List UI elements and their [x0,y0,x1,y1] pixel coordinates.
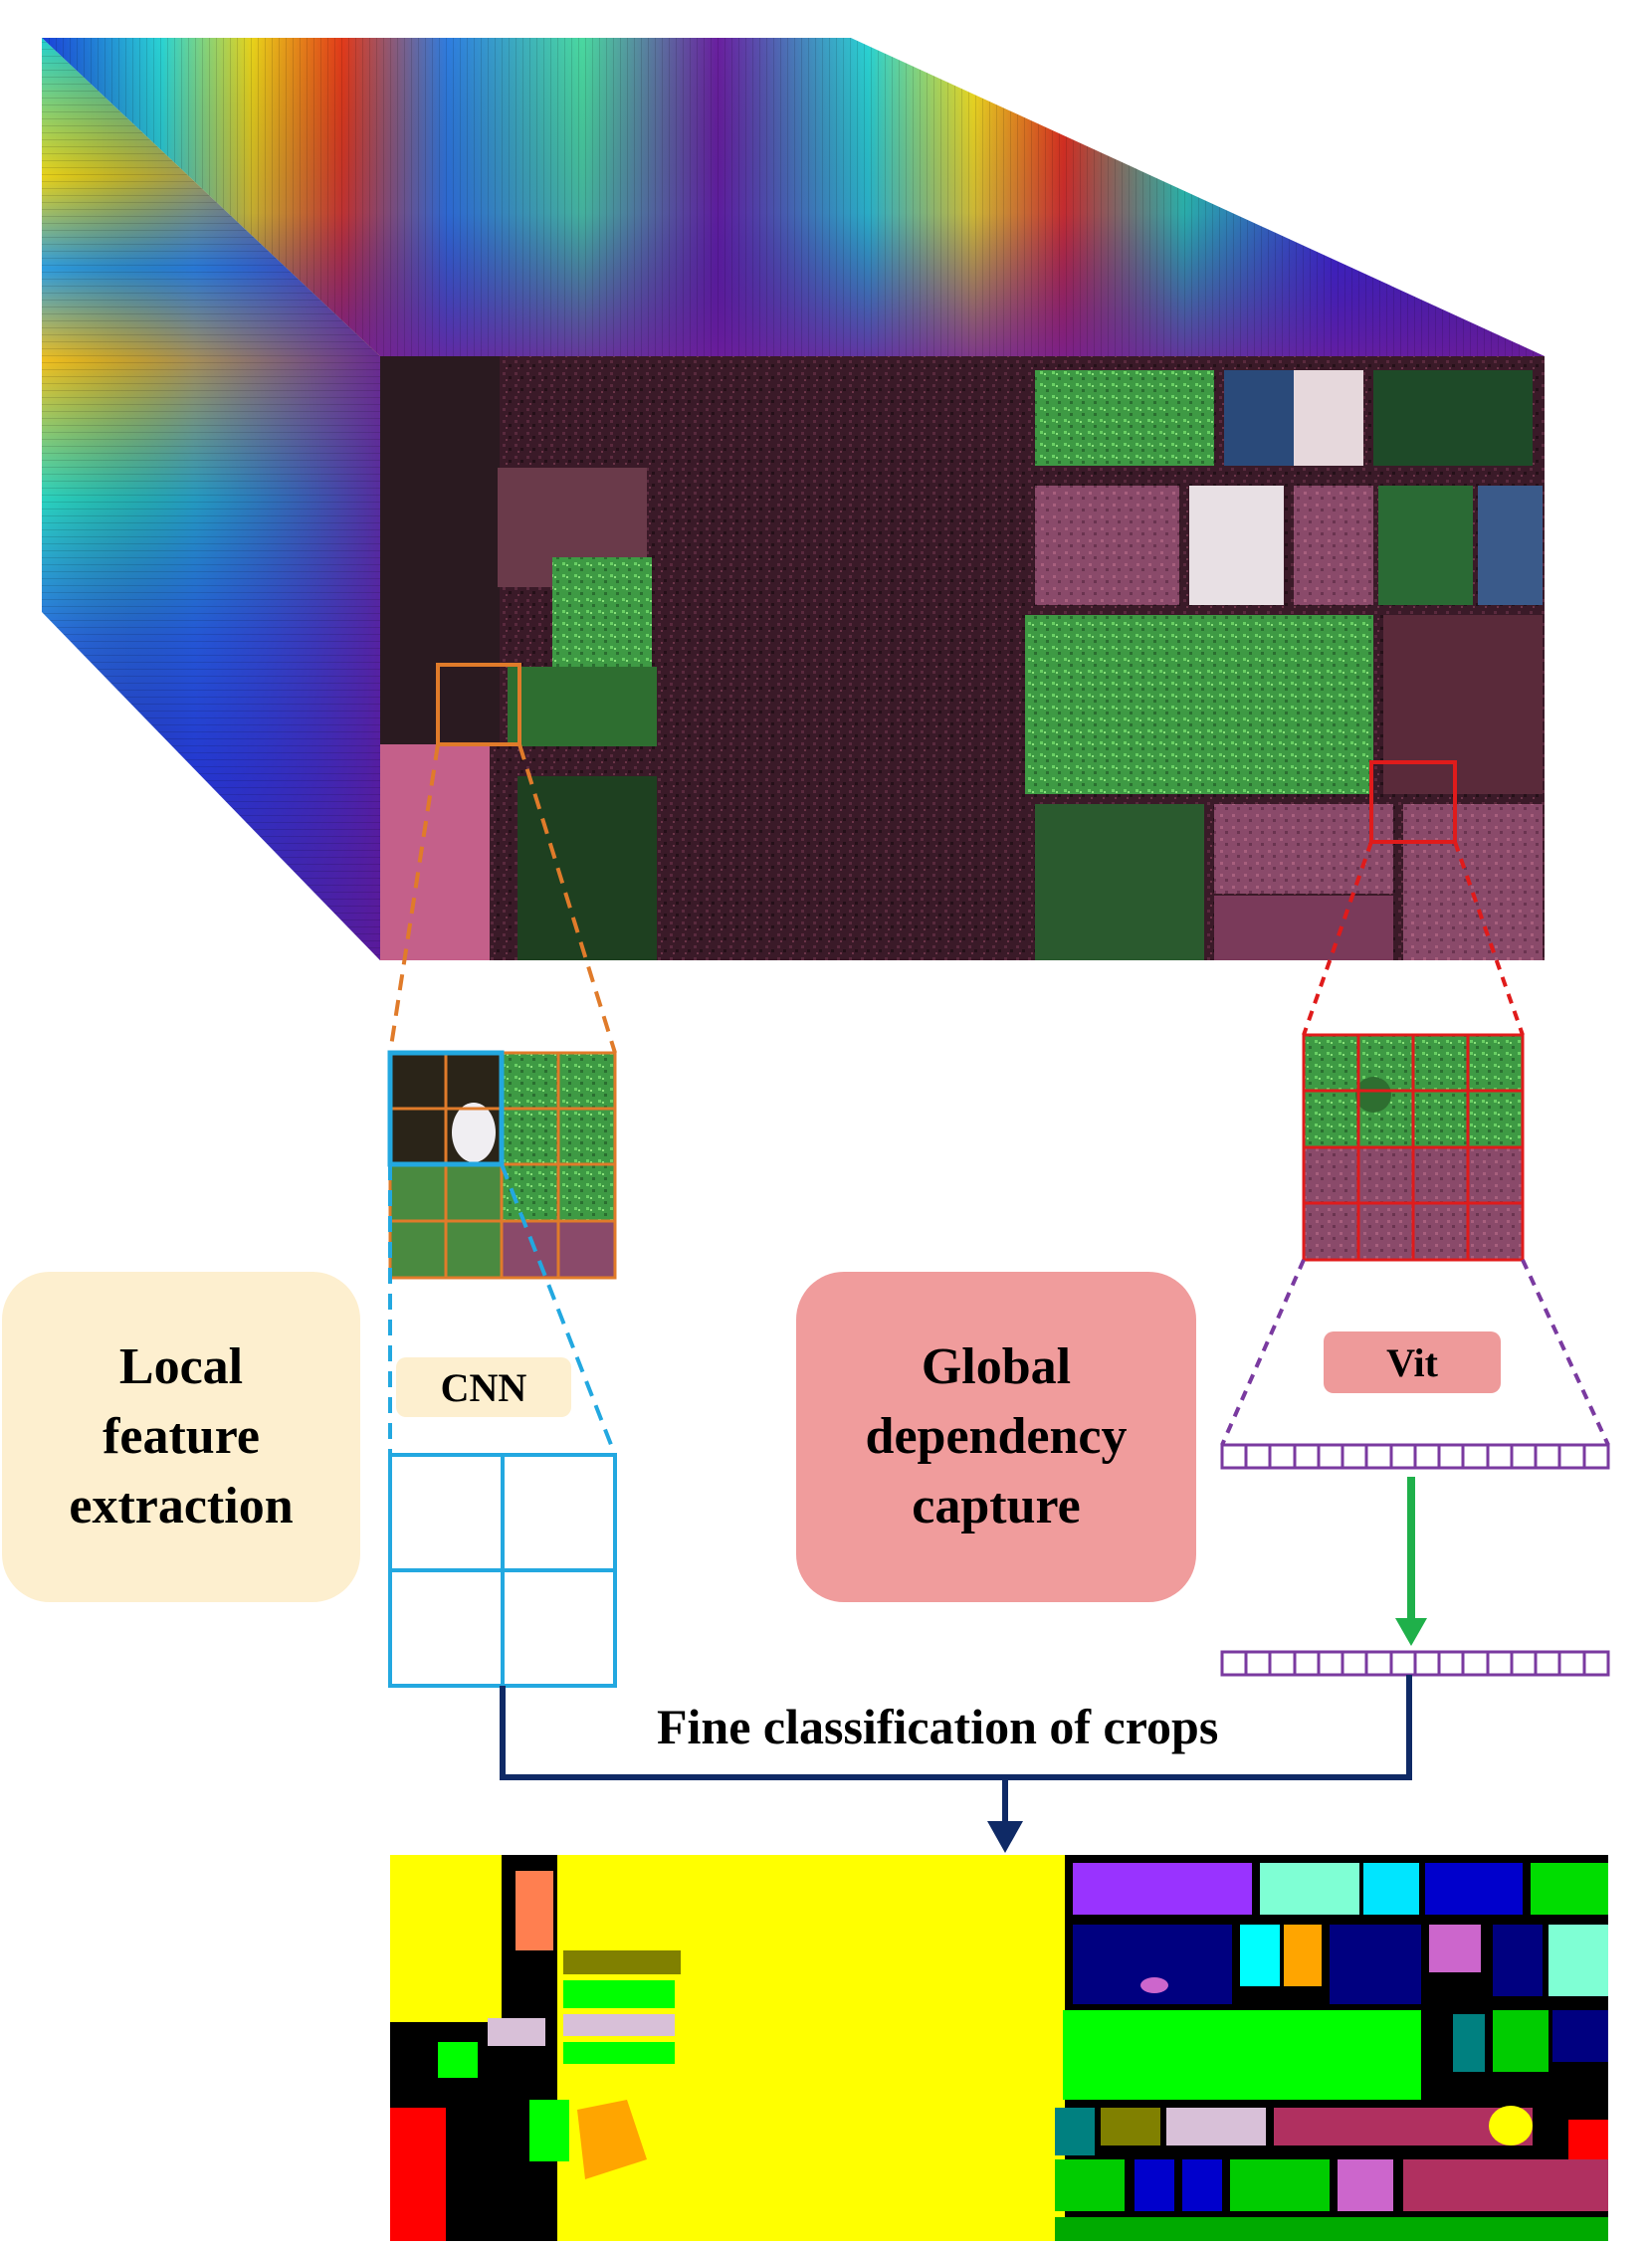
vit-input-patch [1302,1033,1525,1262]
local-feature-extraction-label: Local feature extraction [2,1272,360,1602]
vit-token-sequence-output [1220,1650,1610,1677]
cnn-tag: CNN [396,1357,571,1417]
vit-patch-marker [1369,760,1457,844]
fine-classification-caption: Fine classification of crops [657,1699,1219,1754]
arrow-down-icon [1395,1477,1427,1646]
vit-tag: Vit [1324,1331,1501,1393]
cnn-input-patch [387,1050,617,1280]
cube-front-face [380,356,1545,960]
cnn-kernel-window [387,1050,505,1167]
global-dependency-capture-label: Global dependency capture [796,1272,1196,1602]
classification-map-icon [390,1855,1608,2241]
cnn-output-grid [388,1453,617,1688]
fusion-connector [500,1675,1412,1823]
cnn-patch-marker [436,663,521,746]
vit-token-sequence-input [1220,1443,1610,1470]
hyperspectral-cube-icon [42,38,1545,960]
